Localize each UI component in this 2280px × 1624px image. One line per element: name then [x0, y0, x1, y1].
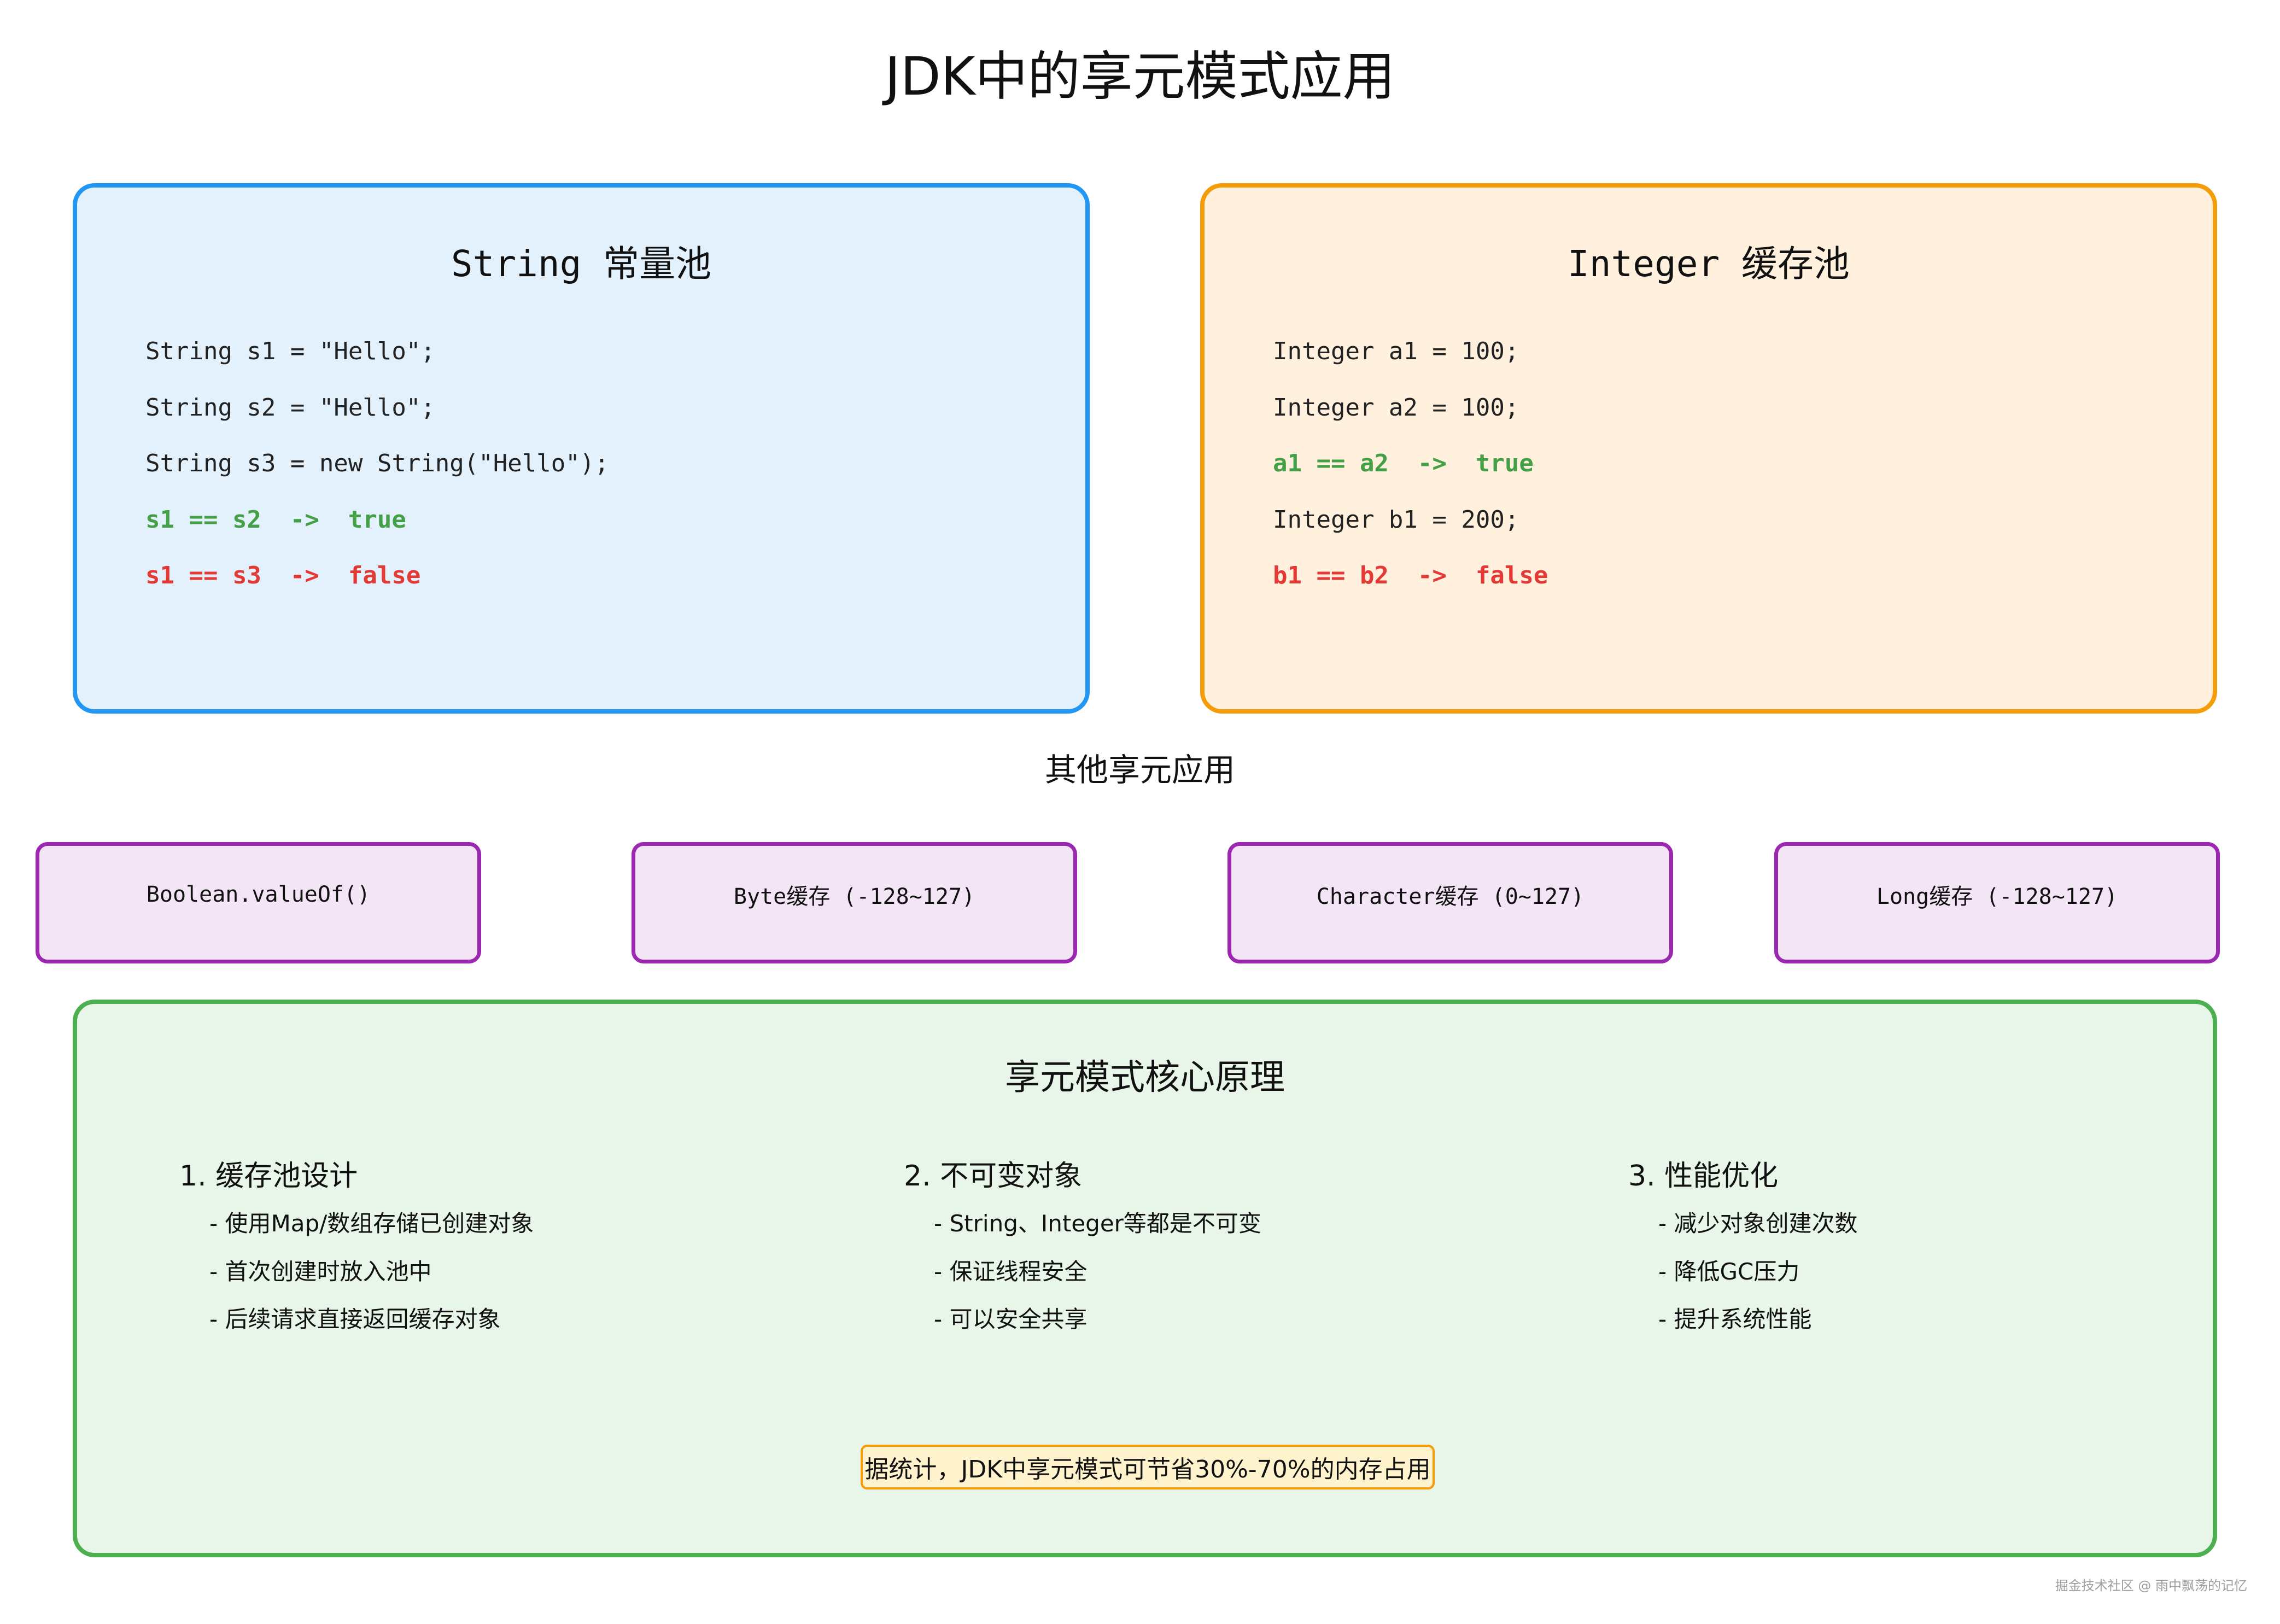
core-principles-panel: 享元模式核心原理 1. 缓存池设计 - 使用Map/数组存储已创建对象 - 首次… [73, 1000, 2217, 1557]
page-title: JDK中的享元模式应用 [885, 46, 1395, 107]
principle-item: - 保证线程安全 [934, 1258, 1088, 1285]
principle-item: - 可以安全共享 [934, 1306, 1088, 1333]
integer-pool-code: Integer a1 = 100; Integer a2 = 100; a1 =… [1273, 335, 1548, 616]
integer-pool-title: Integer 缓存池 [1568, 243, 1850, 285]
code-line: String s1 = "Hello"; [145, 337, 435, 365]
code-line: Integer a1 = 100; [1273, 337, 1519, 365]
core-principles-title: 享元模式核心原理 [1005, 1058, 1285, 1098]
principle-title: 3. 性能优化 [1628, 1160, 1779, 1193]
principle-item: - 减少对象创建次数 [1658, 1210, 1858, 1237]
principle-item: - 使用Map/数组存储已创建对象 [209, 1210, 534, 1237]
other-application-box: Boolean.valueOf() [36, 842, 481, 963]
result-false-line: s1 == s3 -> false [145, 562, 421, 589]
statistics-note: 据统计，JDK中享元模式可节省30%-70%的内存占用 [861, 1445, 1435, 1489]
code-line: String s2 = "Hello"; [145, 393, 435, 422]
other-applications-title: 其他享元应用 [1044, 751, 1235, 788]
principle-title: 1. 缓存池设计 [179, 1160, 358, 1193]
principle-item: - String、Integer等都是不可变 [934, 1210, 1261, 1237]
code-line: String s3 = new String("Hello"); [145, 449, 609, 477]
string-pool-code: String s1 = "Hello"; String s2 = "Hello"… [145, 335, 609, 616]
result-true-line: a1 == a2 -> true [1273, 449, 1534, 477]
principle-column-cache-pool: 1. 缓存池设计 - 使用Map/数组存储已创建对象 - 首次创建时放入池中 -… [179, 1157, 835, 1351]
principle-column-immutable: 2. 不可变对象 - String、Integer等都是不可变 - 保证线程安全… [904, 1157, 1560, 1351]
integer-pool-panel: Integer 缓存池 Integer a1 = 100; Integer a2… [1200, 183, 2217, 714]
code-line: Integer b1 = 200; [1273, 505, 1519, 534]
string-pool-panel: String 常量池 String s1 = "Hello"; String s… [73, 183, 1090, 714]
principle-item: - 后续请求直接返回缓存对象 [209, 1306, 501, 1333]
principle-column-performance: 3. 性能优化 - 减少对象创建次数 - 降低GC压力 - 提升系统性能 [1628, 1157, 2280, 1351]
principle-item: - 提升系统性能 [1658, 1306, 1812, 1333]
other-application-box: Long缓存 (-128~127) [1774, 842, 2220, 963]
string-pool-title: String 常量池 [451, 243, 712, 285]
code-line: Integer a2 = 100; [1273, 393, 1519, 422]
result-true-line: s1 == s2 -> true [145, 505, 406, 534]
other-application-box: Byte缓存 (-128~127) [632, 842, 1077, 963]
other-application-box: Character缓存 (0~127) [1227, 842, 1673, 963]
principle-item: - 降低GC压力 [1658, 1258, 1800, 1285]
principle-title: 2. 不可变对象 [904, 1160, 1083, 1193]
principle-item: - 首次创建时放入池中 [209, 1258, 432, 1285]
result-false-line: b1 == b2 -> false [1273, 562, 1548, 589]
watermark: 掘金技术社区 @ 雨中飘荡的记忆 [2055, 1578, 2247, 1593]
